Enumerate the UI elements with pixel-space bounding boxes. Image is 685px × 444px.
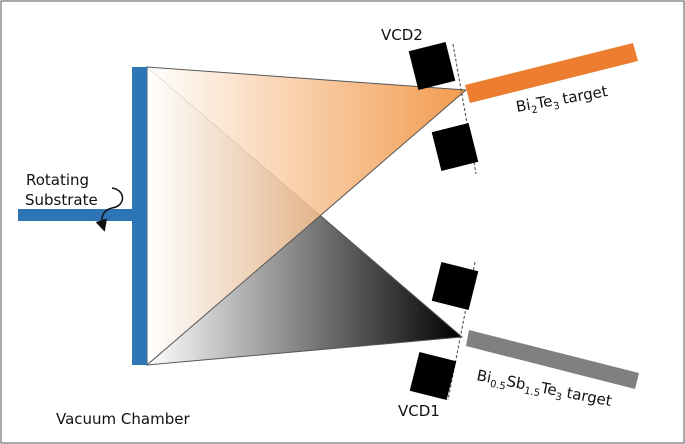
vcd-bottom-block-upper: [431, 261, 479, 311]
chamber-label: Vacuum Chamber: [56, 410, 190, 428]
target-bottom: [466, 330, 639, 389]
vcd-bottom-label: VCD1: [398, 402, 440, 420]
vcd-top-block-lower: [431, 122, 479, 172]
substrate-label-line2: Substrate: [25, 191, 98, 209]
substrate-plate: [132, 67, 147, 365]
target-top-suffix: target: [561, 82, 609, 108]
vcd-top: [408, 41, 479, 175]
target-top: [465, 43, 638, 103]
vcd-top-label: VCD2: [381, 26, 423, 44]
target-bottom-el2: Sb: [505, 372, 527, 393]
target-top-sub1: 2: [531, 104, 539, 116]
rotation-arrow-icon: [95, 187, 124, 232]
target-top-el2: Te: [534, 92, 554, 113]
vcd-bottom: [409, 261, 479, 401]
vcd-bottom-block-lower: [409, 351, 457, 401]
target-bottom-sub1: 0.5: [489, 379, 507, 393]
target-bottom-el3: Te: [538, 379, 558, 400]
vcd-bottom-axis: [447, 261, 476, 401]
target-top-el1: Bi: [515, 96, 532, 116]
substrate-label-line1: Rotating: [26, 171, 89, 189]
target-bottom-sub3: 3: [554, 392, 562, 404]
vcd-top-block-upper: [408, 41, 456, 91]
target-bottom-el1: Bi: [475, 366, 493, 386]
target-top-sub2: 3: [552, 101, 560, 113]
target-bottom-sub2: 1.5: [523, 386, 541, 400]
substrate-rod: [18, 209, 132, 221]
target-bottom-suffix: target: [565, 384, 613, 410]
